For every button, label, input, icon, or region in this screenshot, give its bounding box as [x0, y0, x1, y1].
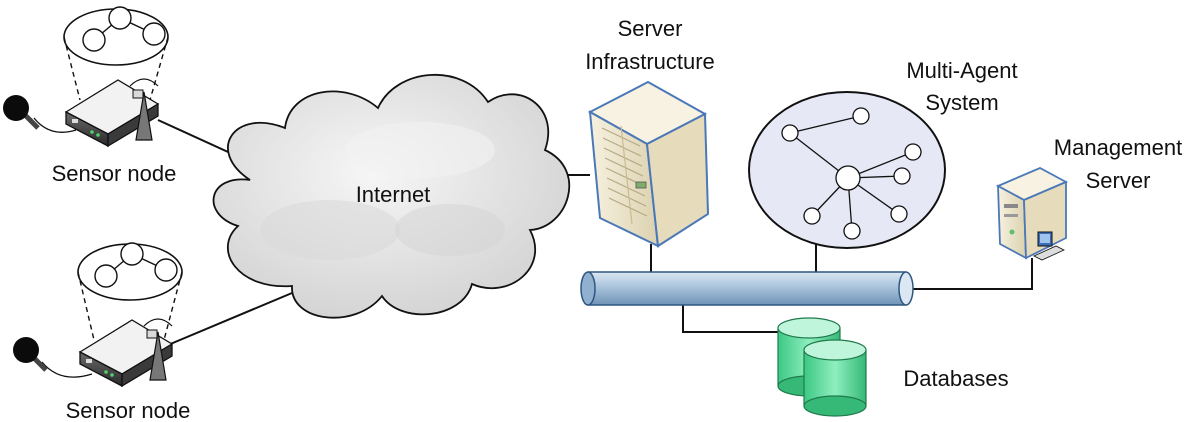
router-icon — [64, 78, 160, 148]
internet-cloud: Internet — [212, 73, 571, 319]
workstation-icon — [995, 167, 1069, 261]
server-infrastructure-label-line2: Infrastructure — [585, 49, 715, 74]
microphone-icon — [13, 337, 93, 378]
link-sensor-bottom-internet — [167, 292, 293, 346]
agent-graph — [781, 107, 922, 240]
sensor-node-bottom: Sensor node — [13, 242, 191, 422]
microphone-icon — [3, 95, 77, 133]
databases: Databases — [777, 317, 1009, 417]
server-infrastructure: Server Infrastructure — [585, 16, 715, 248]
management-server: Management Server — [995, 135, 1182, 261]
server-tower-icon — [587, 80, 710, 248]
databases-label: Databases — [903, 366, 1008, 391]
cloud-icon — [212, 73, 571, 319]
sensor-node-bottom-label: Sensor node — [66, 398, 191, 422]
server-infrastructure-label-line1: Server — [618, 16, 683, 41]
mas-label-line2: System — [925, 90, 998, 115]
multi-agent-system: Multi-Agent System — [748, 58, 1018, 249]
link-bus-management — [910, 258, 1033, 290]
network-bus-icon — [580, 271, 914, 306]
internet-label: Internet — [356, 182, 431, 207]
sensor-topology-graph — [94, 242, 178, 288]
sensor-node-top: Sensor node — [3, 6, 177, 186]
sensor-topology-graph — [82, 6, 166, 52]
management-label-line2: Server — [1086, 168, 1151, 193]
sensor-node-top-label: Sensor node — [52, 161, 177, 186]
link-bus-databases — [682, 305, 778, 333]
router-icon — [78, 318, 174, 388]
mas-label-line1: Multi-Agent — [906, 58, 1017, 83]
management-label-line1: Management — [1054, 135, 1182, 160]
database-icon — [803, 339, 867, 417]
